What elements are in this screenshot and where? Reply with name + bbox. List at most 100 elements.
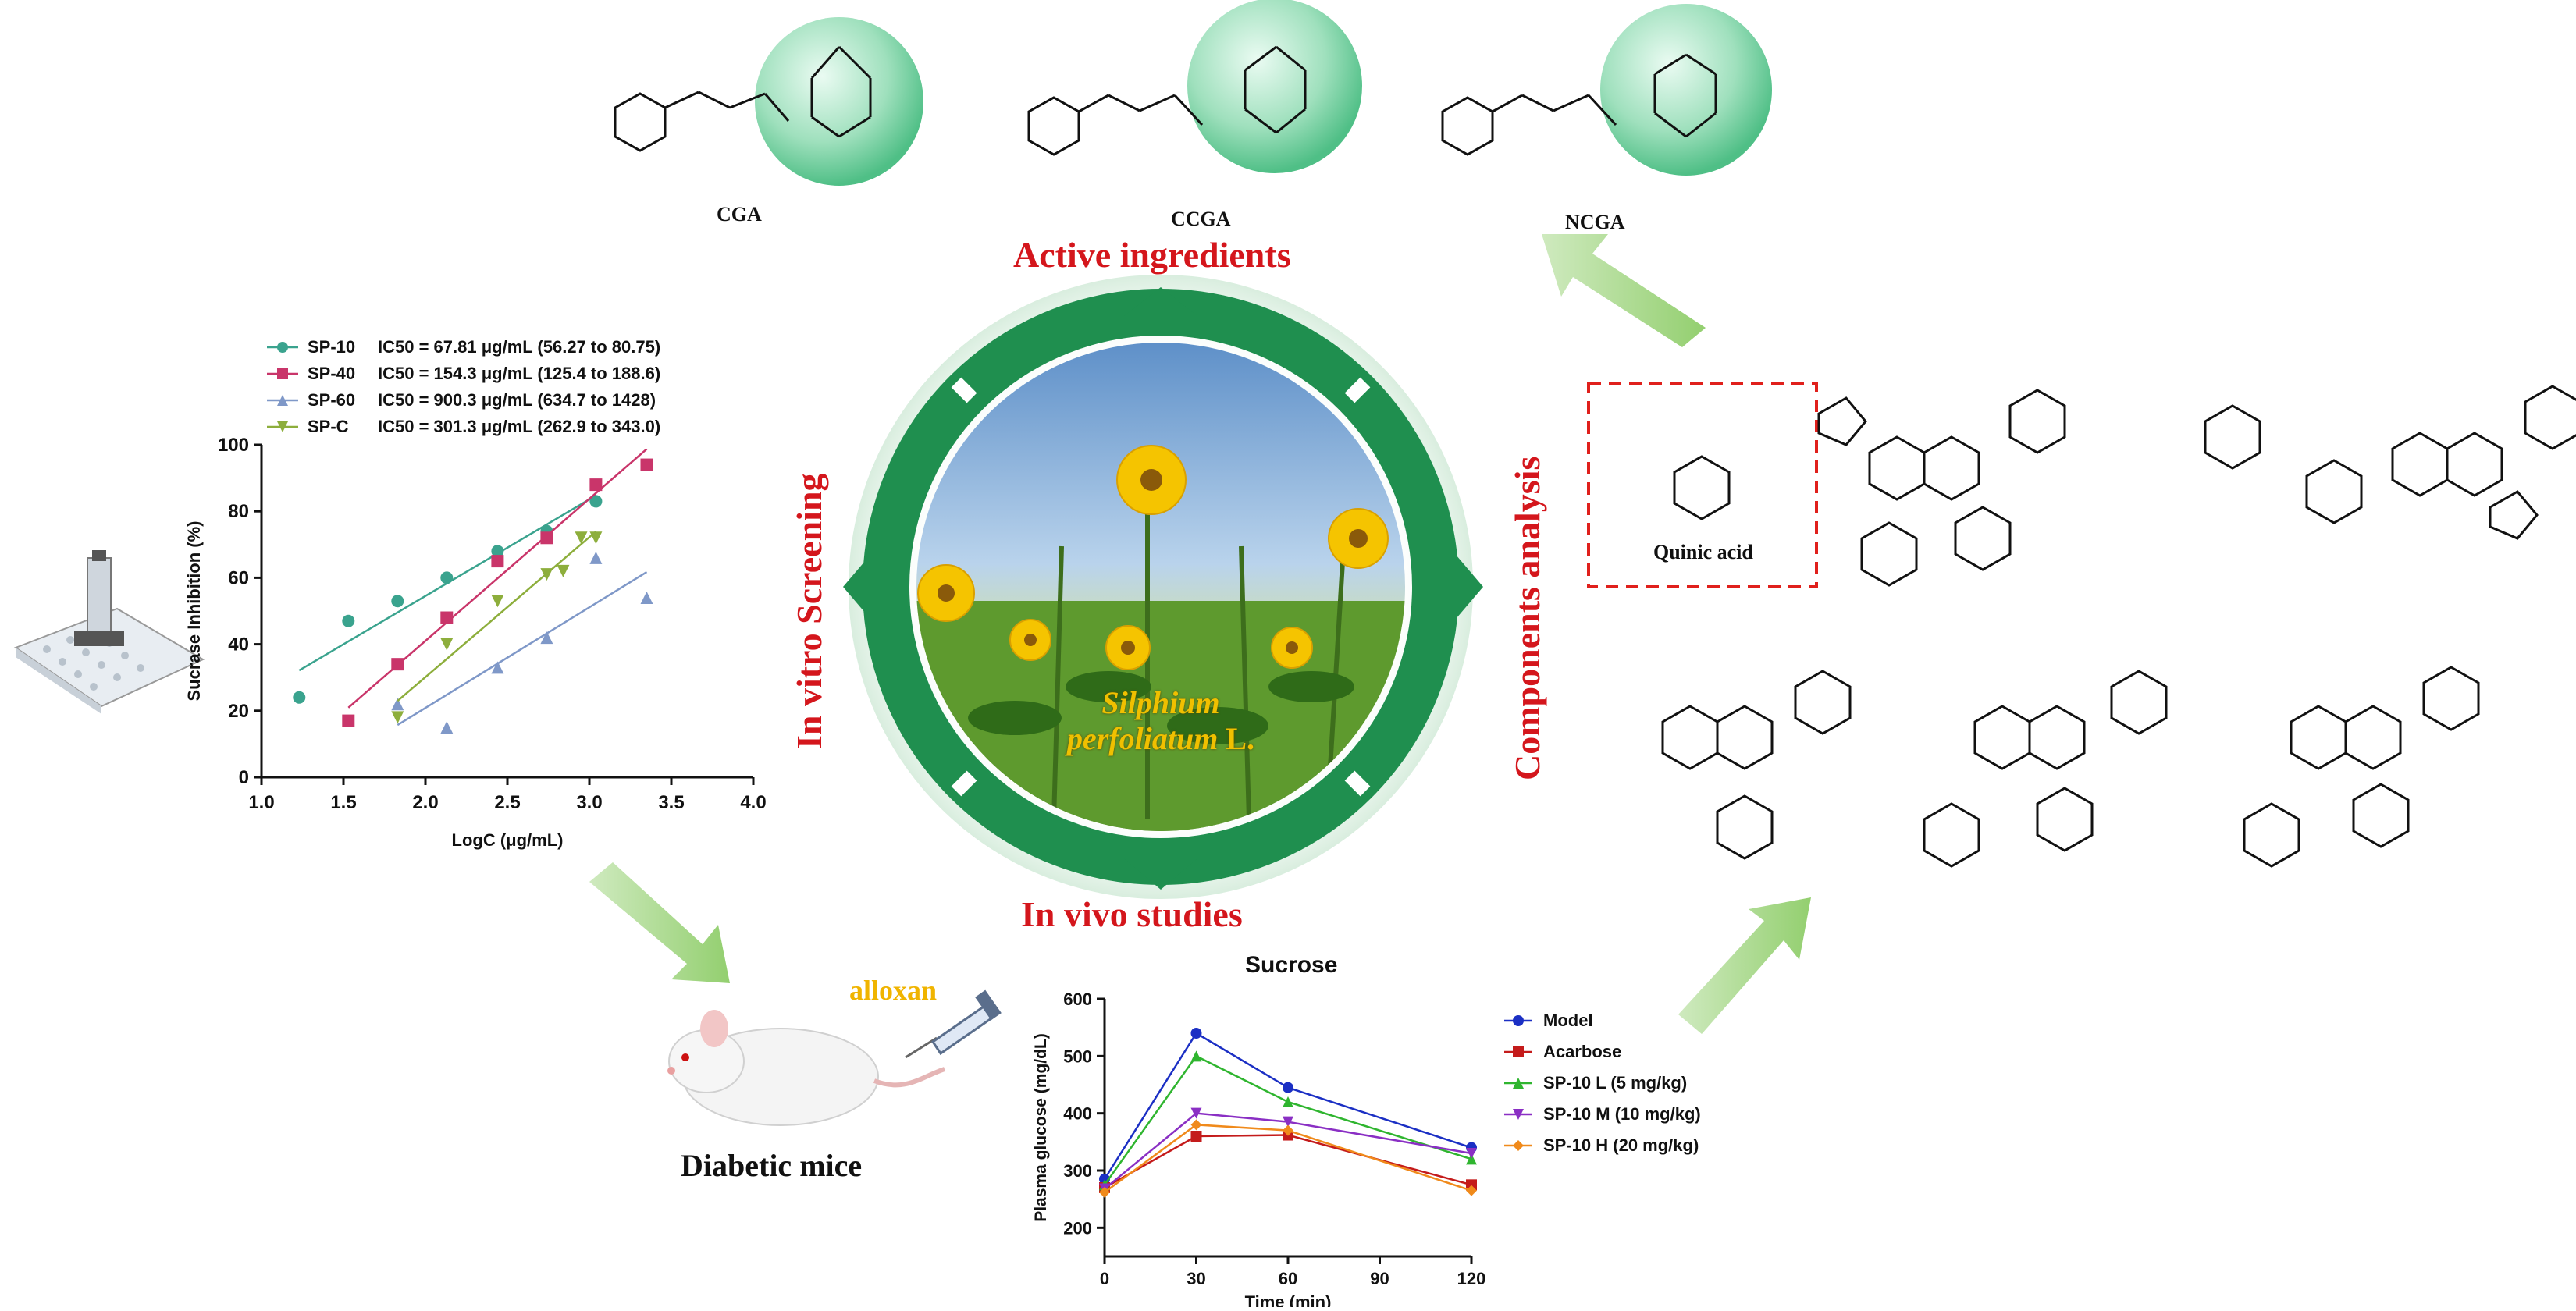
label-alloxan: alloxan — [849, 975, 938, 1006]
syringe-icon — [905, 989, 1002, 1059]
chart-title-sucrose: Sucrose — [1245, 952, 1338, 978]
label-diabetic-mice: Diabetic mice — [681, 1148, 863, 1183]
series-sp-60 — [391, 551, 653, 734]
fit-line-sp-60 — [397, 571, 648, 727]
arrow-screening-to-mice — [589, 862, 730, 983]
plant-name: Silphium perfoliatum L. — [1044, 685, 1278, 757]
legend-symbol — [1513, 1078, 1524, 1089]
data-point — [1466, 1153, 1477, 1165]
legend-marker — [267, 421, 298, 432]
ring-pointer-left — [843, 550, 874, 624]
y-tick-label: 300 — [1063, 1161, 1092, 1181]
legend-marker — [1504, 1015, 1532, 1026]
data-point — [440, 611, 454, 624]
series-points — [1099, 1119, 1477, 1198]
x-tick-label: 0 — [1100, 1269, 1109, 1288]
data-point — [391, 595, 404, 608]
data-point — [391, 698, 404, 711]
data-point — [589, 551, 603, 564]
legend-series-name: SP-10 H (20 mg/kg) — [1543, 1135, 1699, 1155]
x-tick-label: 30 — [1187, 1269, 1205, 1288]
legend-series-name: Acarbose — [1543, 1042, 1622, 1061]
legend-symbol — [1513, 1140, 1524, 1151]
y-tick-label: 60 — [228, 567, 249, 588]
data-point — [1190, 1050, 1202, 1062]
legend-symbol — [277, 421, 288, 432]
legend-item: Model — [1503, 1005, 1701, 1036]
data-point — [575, 531, 588, 545]
legend-symbol — [277, 395, 288, 406]
legend-ic50: IC50 = 67.81 μg/mL (56.27 to 80.75) — [378, 337, 661, 357]
data-point — [540, 631, 553, 645]
legend-ic50: IC50 = 154.3 μg/mL (125.4 to 188.6) — [378, 364, 661, 383]
legend-marker — [267, 395, 298, 406]
legend-symbol — [277, 368, 288, 379]
legend-item: Acarbose — [1503, 1036, 1701, 1068]
legend-series-name: SP-40 — [308, 364, 356, 383]
data-point — [391, 711, 404, 724]
data-point — [1466, 1185, 1477, 1196]
series-sp-c — [391, 531, 603, 724]
legend-ic50: IC50 = 301.3 μg/mL (262.9 to 343.0) — [378, 417, 661, 436]
data-point — [540, 531, 553, 545]
x-tick-label: 2.0 — [412, 792, 438, 813]
x-tick-label: 2.5 — [494, 792, 520, 813]
legend-series-name: SP-60 — [308, 390, 356, 410]
data-point — [293, 691, 306, 704]
data-point — [391, 658, 404, 671]
x-tick-label: 60 — [1279, 1269, 1297, 1288]
data-point — [640, 591, 653, 604]
data-point — [440, 571, 454, 584]
x-axis-label: Time (min) — [1245, 1292, 1332, 1307]
ring-pointer-right — [1452, 550, 1483, 624]
plant-species: perfoliatum — [1066, 721, 1219, 756]
ring-pointer-bottom — [1124, 858, 1197, 890]
legend-symbol — [1513, 1046, 1524, 1057]
section-title-components: Components analysis — [1507, 456, 1547, 780]
legend-ic50: IC50 = 900.3 μg/mL (634.7 to 1428) — [378, 390, 656, 410]
series-line-sp-10 — [1104, 1124, 1472, 1193]
data-point — [1190, 1119, 1202, 1131]
quinic-sphere-cga — [755, 17, 923, 186]
legend-marker — [1504, 1078, 1532, 1089]
data-point — [440, 721, 454, 734]
legend-marker — [1504, 1046, 1532, 1057]
x-tick-label: 90 — [1370, 1269, 1389, 1288]
label-cga: CGA — [717, 203, 762, 226]
quinic-sphere-ncga — [1600, 4, 1772, 176]
data-point — [1190, 1028, 1202, 1039]
label-quinic-acid: Quinic acid — [1653, 541, 1753, 563]
legend-series-name: Model — [1543, 1011, 1593, 1030]
y-tick-label: 0 — [239, 767, 249, 788]
legend-item: SP-10 L (5 mg/kg) — [1503, 1068, 1701, 1099]
y-axis-label: Sucrase Inhibition (%) — [184, 520, 204, 701]
legend-item-sp-60: SP-60 IC50 = 900.3 μg/mL (634.7 to 1428) — [265, 387, 660, 414]
section-title-active-ingredients: Active ingredients — [1013, 235, 1291, 275]
data-point — [342, 614, 355, 627]
legend-series-name: SP-10 L (5 mg/kg) — [1543, 1073, 1688, 1092]
series-sp-40 — [342, 458, 653, 727]
data-point — [491, 555, 504, 568]
y-axis-label: Plasma glucose (mg/dL) — [1032, 1033, 1050, 1222]
legend-marker — [1504, 1140, 1532, 1151]
data-point — [557, 564, 570, 577]
plant-authority: L. — [1226, 721, 1255, 756]
data-point — [1466, 1179, 1477, 1191]
y-tick-label: 40 — [228, 634, 249, 656]
series-points — [1099, 1107, 1477, 1195]
series-line-model — [1103, 1032, 1472, 1180]
y-tick-label: 600 — [1063, 989, 1092, 1009]
plant-photo — [916, 343, 1405, 831]
series-points — [1099, 1050, 1477, 1191]
data-point — [1283, 1096, 1293, 1107]
x-tick-label: 1.0 — [248, 792, 274, 813]
y-tick-label: 100 — [218, 435, 249, 456]
legend-symbol — [277, 342, 288, 353]
quinic-sphere-ccga — [1187, 0, 1362, 173]
data-point — [1283, 1116, 1293, 1128]
